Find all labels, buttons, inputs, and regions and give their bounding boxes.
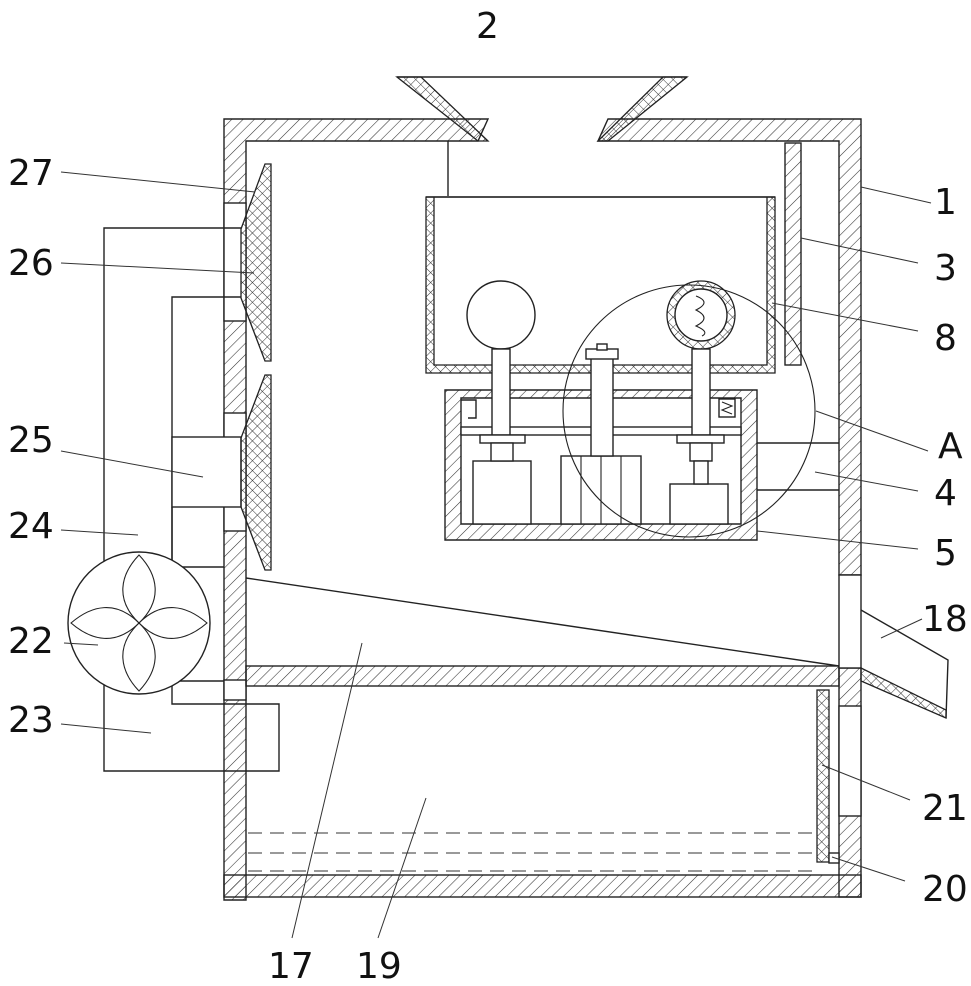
right-motor [670,484,728,524]
inclined-plate [246,578,839,666]
center-shaft [591,357,613,456]
filter-plate [817,690,829,862]
label-22: 22 [8,621,54,662]
right-vibrator [667,281,735,484]
label-23: 23 [8,700,54,741]
right-wall-opening [839,575,861,668]
housing [224,119,861,900]
duct-opening [224,680,246,700]
label-2: 2 [476,6,499,47]
sight-window [839,706,861,816]
label-26: 26 [8,243,54,284]
label-17: 17 [268,946,314,986]
discharge-chute [861,668,946,718]
label-8: 8 [934,318,957,359]
label-18: 18 [922,599,968,640]
label-25: 25 [8,420,54,461]
housing-wall-bottom [224,875,861,897]
label-24: 24 [8,506,54,547]
label-4: 4 [934,473,957,514]
label-3: 3 [934,248,957,289]
outlet-pipe [172,437,241,507]
label-27: 27 [8,153,54,194]
label-1: 1 [934,182,957,223]
label-21: 21 [922,788,968,829]
left-motor [473,461,531,524]
label-19: 19 [356,946,402,986]
label-a: A [938,426,963,467]
partition-plate [246,666,839,686]
label-5: 5 [934,533,957,574]
label-20: 20 [922,869,968,910]
